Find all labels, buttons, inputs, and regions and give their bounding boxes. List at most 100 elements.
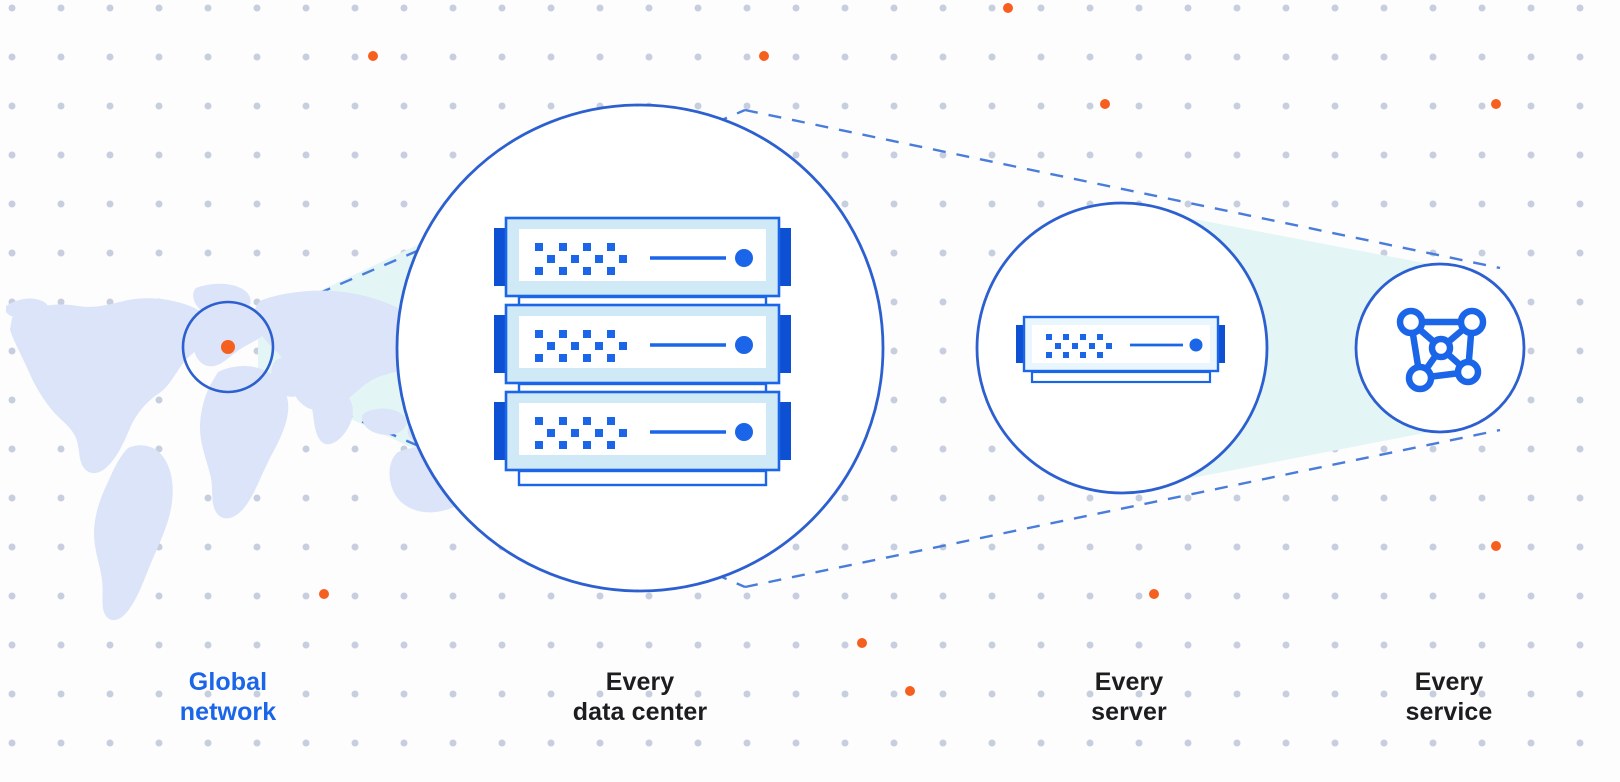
grid-dot <box>1576 347 1584 355</box>
grid-dot <box>204 641 212 649</box>
grid-dot <box>106 641 114 649</box>
grid-dot <box>1380 151 1388 159</box>
grid-dot <box>1037 151 1045 159</box>
grid-dot <box>253 690 261 698</box>
grid-dot <box>1282 739 1290 747</box>
grid-dot <box>1576 249 1584 257</box>
grid-dot <box>988 592 996 600</box>
grid-dot <box>1233 592 1241 600</box>
grid-dot <box>449 53 457 61</box>
grid-dot <box>939 4 947 12</box>
grid-dot <box>1380 543 1388 551</box>
grid-dot <box>1037 641 1045 649</box>
grid-dot <box>351 151 359 159</box>
grid-dot <box>988 249 996 257</box>
grid-dot <box>106 690 114 698</box>
grid-dot <box>1086 151 1094 159</box>
label-global-network: Global network <box>179 668 277 726</box>
grid-dot <box>449 102 457 110</box>
grid-dot <box>988 102 996 110</box>
grid-dot <box>1037 200 1045 208</box>
grid-dot <box>841 641 849 649</box>
grid-dot <box>939 494 947 502</box>
grid-dot <box>596 4 604 12</box>
grid-dot <box>8 151 16 159</box>
grid-dot <box>939 641 947 649</box>
grid-dot <box>890 690 898 698</box>
grid-dot <box>1135 641 1143 649</box>
grid-dot <box>596 641 604 649</box>
grid-dot <box>400 592 408 600</box>
grid-dot <box>1380 739 1388 747</box>
grid-dot <box>1135 4 1143 12</box>
grid-dot <box>253 200 261 208</box>
grid-dot <box>1527 690 1535 698</box>
server-led-grid-icon <box>1046 334 1112 358</box>
grid-dot <box>351 690 359 698</box>
grid-dot <box>1184 592 1192 600</box>
grid-dot <box>498 102 506 110</box>
grid-dot <box>743 641 751 649</box>
grid-dot <box>547 592 555 600</box>
circle-global-network[interactable] <box>181 300 275 394</box>
grid-dot <box>1135 102 1143 110</box>
grid-dot <box>743 53 751 61</box>
grid-dot <box>890 102 898 110</box>
grid-dot <box>1233 102 1241 110</box>
grid-dot <box>1233 641 1241 649</box>
grid-dot <box>645 53 653 61</box>
grid-dot <box>1282 102 1290 110</box>
grid-dot <box>1478 445 1486 453</box>
grid-dot <box>792 151 800 159</box>
grid-dot <box>1331 494 1339 502</box>
grid-dot <box>1233 690 1241 698</box>
grid-dot <box>939 739 947 747</box>
grid-dot <box>890 298 898 306</box>
grid-dot <box>302 4 310 12</box>
grid-dot <box>841 4 849 12</box>
grid-dot <box>302 200 310 208</box>
grid-dot <box>106 151 114 159</box>
grid-dot <box>1331 53 1339 61</box>
grid-dot <box>1576 151 1584 159</box>
grid-dot <box>1233 200 1241 208</box>
grid-dot <box>204 102 212 110</box>
grid-dot <box>57 690 65 698</box>
grid-dot <box>498 592 506 600</box>
grid-dot <box>1282 592 1290 600</box>
grid-dot <box>351 200 359 208</box>
grid-dot <box>498 641 506 649</box>
grid-dot <box>1380 102 1388 110</box>
rack-status-dot-icon <box>735 249 753 267</box>
grid-dot <box>1282 494 1290 502</box>
grid-dot <box>1184 4 1192 12</box>
grid-dot <box>1331 592 1339 600</box>
grid-dot <box>155 249 163 257</box>
grid-dot <box>400 690 408 698</box>
grid-dot <box>1331 543 1339 551</box>
grid-dot <box>890 249 898 257</box>
grid-dot <box>351 739 359 747</box>
grid-dot <box>155 102 163 110</box>
grid-dot <box>988 739 996 747</box>
grid-dot-highlight <box>319 589 329 599</box>
grid-dot <box>106 298 114 306</box>
grid-dot <box>1380 249 1388 257</box>
grid-dot <box>1233 739 1241 747</box>
grid-dot <box>8 445 16 453</box>
grid-dot <box>1282 690 1290 698</box>
grid-dot <box>1429 53 1437 61</box>
grid-dot <box>1282 4 1290 12</box>
grid-dot <box>792 690 800 698</box>
grid-dot <box>1282 53 1290 61</box>
grid-dot <box>155 151 163 159</box>
grid-dot <box>1429 739 1437 747</box>
grid-dot <box>1282 641 1290 649</box>
grid-dot <box>841 543 849 551</box>
grid-dot <box>694 690 702 698</box>
grid-dot <box>57 53 65 61</box>
grid-dot <box>351 53 359 61</box>
grid-dot <box>841 739 849 747</box>
grid-dot <box>1478 151 1486 159</box>
